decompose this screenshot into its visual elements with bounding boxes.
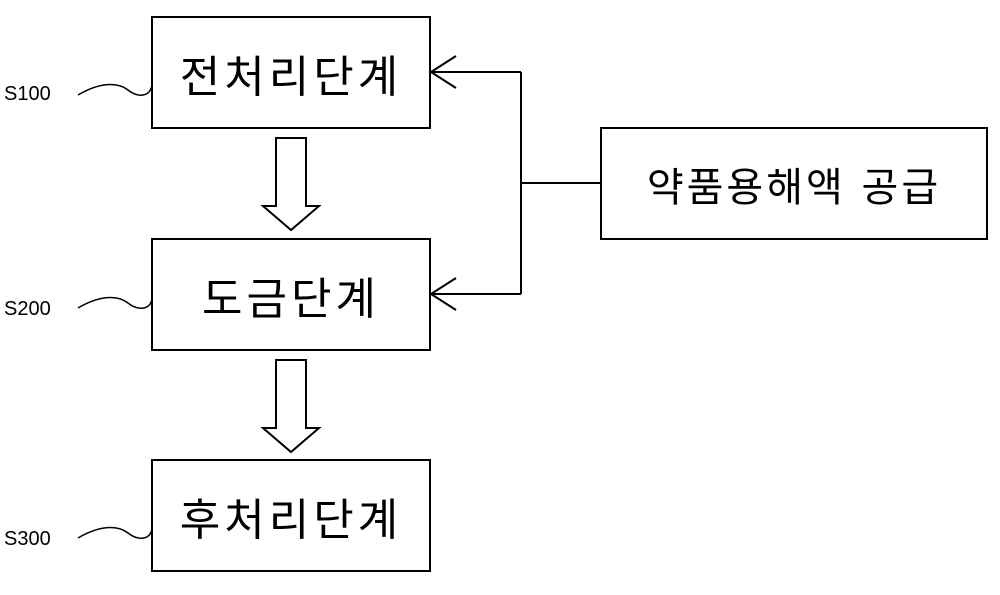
step-box-s200: 도금단계 — [151, 238, 431, 351]
ref-label-s300: S300 — [4, 528, 51, 551]
step-box-s300: 후처리단계 — [151, 459, 431, 572]
step-label-s100: 전처리단계 — [180, 41, 402, 105]
leader-line-s300 — [78, 528, 152, 539]
step-box-s100: 전처리단계 — [151, 16, 431, 129]
supply-box: 약품용해액 공급 — [600, 127, 988, 240]
step-label-s300: 후처리단계 — [180, 484, 402, 548]
ref-label-s200: S200 — [4, 298, 51, 321]
ref-label-s100: S100 — [4, 83, 51, 106]
step-label-s200: 도금단계 — [202, 263, 380, 327]
leader-line-s100 — [78, 85, 152, 96]
down-arrow-1 — [263, 138, 319, 230]
supply-label: 약품용해액 공급 — [647, 155, 941, 213]
leader-line-s200 — [78, 298, 152, 309]
down-arrow-2 — [263, 360, 319, 452]
